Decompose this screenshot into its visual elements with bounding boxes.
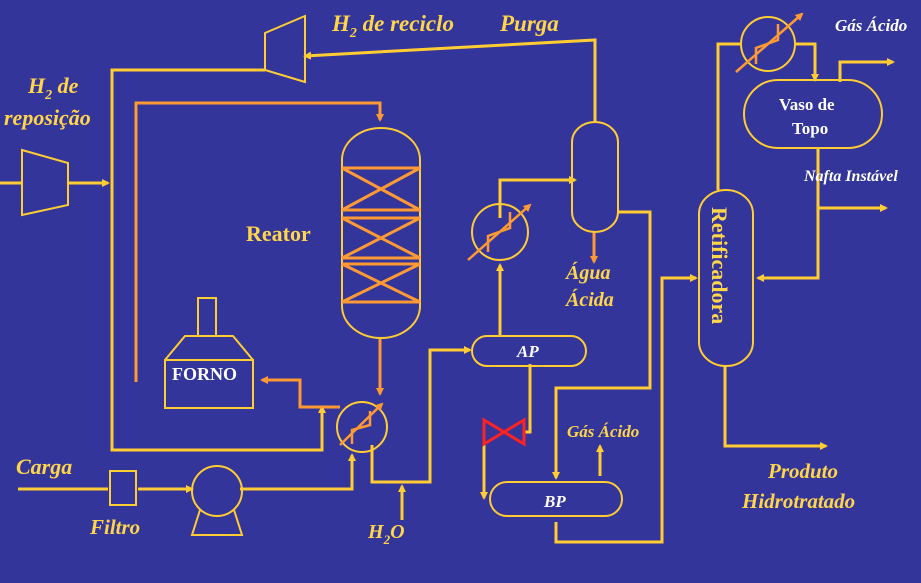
- purge-label: Purga: [499, 11, 559, 36]
- filter-icon: [109, 470, 137, 506]
- furnace-label: FORNO: [172, 364, 237, 384]
- furnace: [164, 297, 254, 409]
- product-label-line2: Hidrotratado: [741, 489, 855, 513]
- condenser-icon: [735, 12, 804, 73]
- makeup-h2-label: H2 de: [27, 73, 79, 103]
- condenser-to-vessel: [795, 42, 819, 82]
- bp-separator: [489, 481, 623, 517]
- reflux-line: [756, 148, 820, 282]
- exchanger-to-furnace: [260, 376, 340, 409]
- reactor: [341, 127, 421, 339]
- overhead-line: [716, 42, 742, 190]
- bp-to-column: [554, 274, 698, 544]
- reactor-label: Reator: [246, 221, 311, 246]
- sour-gas-top-label: Gás Ácido: [835, 16, 907, 35]
- exchanger-to-ap: [370, 346, 472, 484]
- recycle-compressor-icon: [264, 14, 306, 84]
- catalyst-beds: [341, 166, 421, 304]
- top-vessel: [743, 79, 883, 149]
- top-vessel-label: Vaso de: [779, 95, 835, 114]
- product-label: Produto: [767, 459, 838, 483]
- recycle-h2-label: H2 de reciclo: [331, 11, 454, 41]
- product-line: [723, 365, 828, 450]
- sour-water-label-line2: Ácida: [564, 288, 614, 311]
- makeup-compressor-icon: [21, 148, 69, 217]
- filter-label: Filtro: [89, 515, 140, 539]
- feed-label: Carga: [16, 454, 72, 479]
- vessel-gas-line: [838, 58, 895, 82]
- stripper-label: Retificadora: [707, 207, 732, 324]
- recycle-loop-line: [110, 68, 326, 452]
- ap-separator: [471, 335, 587, 367]
- makeup-h2-label-line2: reposição: [4, 105, 91, 130]
- hot-lines: [134, 101, 598, 409]
- pump-to-exchanger: [240, 453, 356, 491]
- top-vessel-label-line2: Topo: [792, 119, 828, 138]
- recycle-line: [303, 38, 597, 122]
- separator-to-bp: [552, 210, 652, 480]
- feed-effluent-exchanger-icon: [336, 401, 388, 453]
- cooler-icon: [467, 203, 532, 261]
- naphtha-label: Nafta Instável: [803, 168, 898, 185]
- bp-label: BP: [543, 492, 566, 511]
- hp-separator: [571, 121, 619, 233]
- ap-to-valve: [524, 364, 532, 434]
- ap-label: AP: [516, 342, 539, 361]
- cooler-to-separator: [498, 176, 577, 218]
- pump-icon: [190, 465, 244, 536]
- water-label: H2O: [367, 521, 405, 547]
- process-lines: [0, 38, 895, 544]
- sour-gas-mid-label: Gás Ácido: [567, 422, 639, 441]
- stripper-column: [698, 189, 754, 367]
- sour-water-label: Água: [564, 261, 610, 284]
- furnace-to-reactor: [134, 101, 384, 382]
- control-valve-icon: [482, 417, 526, 447]
